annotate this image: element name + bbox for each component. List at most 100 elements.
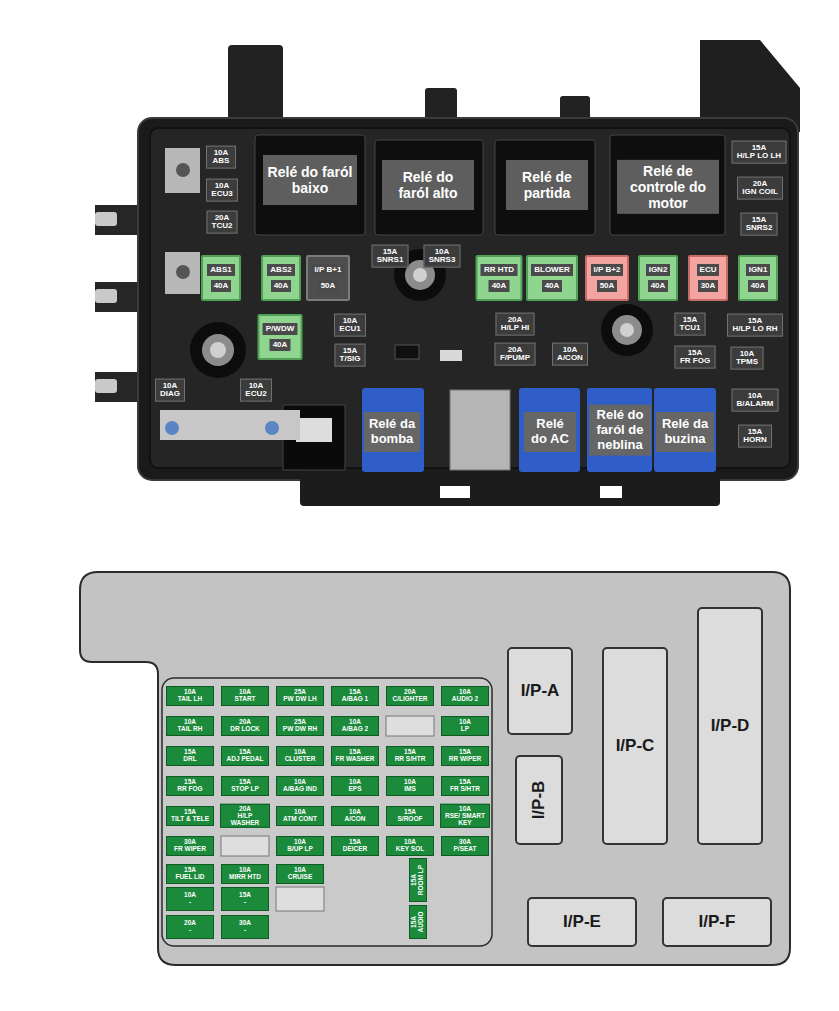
label-text: EPS [348, 786, 361, 793]
label-text: 10A [404, 779, 416, 786]
label-text: ROOM LP [418, 865, 425, 895]
label-text: 30A [239, 920, 251, 927]
label-text: 15A [404, 809, 416, 816]
label-text: 10A [163, 382, 178, 390]
fuse-label: 10ATPMS [731, 347, 764, 370]
label-text: A/BAG 2 [342, 726, 368, 733]
relay-label: Relé da bomba [364, 412, 420, 452]
label-text: ECU1 [339, 325, 360, 333]
label-text: 15A [349, 749, 361, 756]
fuse: 15AADJ PEDAL [221, 746, 269, 766]
label-text: Relé do faról alto [386, 169, 470, 201]
relay-label: Relé do AC [524, 412, 576, 452]
relay-label: Relé da buzina [656, 412, 714, 452]
label-text: 10A [184, 719, 196, 726]
fuse: 10AEPS [331, 776, 379, 796]
fuse-label: 10AECU1 [334, 314, 366, 337]
label-text: AUDIO [418, 912, 425, 933]
label-text: 15A [404, 749, 416, 756]
label-text: 40A [748, 280, 769, 292]
label-text: TCU2 [212, 222, 233, 230]
label-text: 10A [459, 806, 471, 813]
label-text: 15A [459, 779, 471, 786]
label-text: I/P-F [699, 912, 736, 932]
fuse: 10AAUDIO 2 [441, 686, 489, 706]
label-text: 25A [294, 689, 306, 696]
relay-label: Relé de controle do motor [617, 160, 719, 214]
fuse: 10ARSE/ SMART KEY [440, 804, 490, 828]
fuse-label: 15ASNRS2 [741, 213, 778, 236]
label-text: 15A [349, 689, 361, 696]
maxi-fuse: I/P B+150A [306, 255, 350, 301]
label-text: IGN2 [646, 264, 671, 276]
label-text: RSE/ SMART KEY [443, 813, 487, 827]
label-text: A/CON [557, 354, 583, 362]
label-text: SNRS1 [377, 256, 404, 264]
connector-box: I/P-A [507, 647, 573, 735]
label-text: ECU [697, 264, 720, 276]
label-text: - [189, 899, 191, 906]
relay-label: Relé do faról baixo [263, 155, 357, 205]
label-text: 10A [748, 392, 763, 400]
maxi-fuse: ABS240A [261, 255, 301, 301]
label-text: DRL [183, 756, 196, 763]
label-text: ATM CONT [283, 816, 317, 823]
label-text: 15A [748, 317, 763, 325]
label-text: 15A [459, 749, 471, 756]
label-text: ABS1 [207, 264, 234, 276]
label-text: FR WASHER [336, 756, 375, 763]
label-text: Relé da bomba [368, 417, 416, 447]
label-text: I/P-C [616, 736, 655, 756]
label-text: 10A [349, 719, 361, 726]
connector-box: I/P-B [515, 755, 563, 845]
fuse: 20ADR LOCK [221, 716, 269, 736]
rotated-text: 15AROOM LP [411, 865, 425, 895]
label-text: LP [461, 726, 469, 733]
fuse-label: 10AECU2 [240, 379, 272, 402]
label-text: H/LP WASHER [223, 813, 267, 827]
fuse: 15A- [221, 887, 269, 911]
maxi-fuse: BLOWER40A [526, 255, 578, 301]
fuse: 10ATAIL LH [166, 686, 214, 706]
label-text: 15A [411, 874, 418, 886]
fuse: 10ALP [441, 716, 489, 736]
label-text: FUEL LID [175, 874, 204, 881]
label-text: MIRR HTD [229, 874, 261, 881]
label-text: IMS [404, 786, 416, 793]
label-text: DIAG [160, 390, 180, 398]
label-text: S/ROOF [398, 816, 423, 823]
label-text: PW DW RH [283, 726, 317, 733]
label-text: 10A [349, 779, 361, 786]
label-text: B/UP LP [287, 846, 313, 853]
fuse: 15ATILT & TELE [166, 806, 214, 826]
label-text: FR S/HTR [450, 786, 480, 793]
relay-label: Relé do faról de neblina [589, 405, 651, 456]
label-text: 15A [752, 144, 767, 152]
label-text: 15A [184, 867, 196, 874]
fuse: 10ATAIL RH [166, 716, 214, 736]
label-text: 20A [239, 719, 251, 726]
label-text: ABS [213, 157, 230, 165]
label-text: ABS2 [267, 264, 294, 276]
label-text: FR WIPER [174, 846, 206, 853]
label-text: 15A [239, 892, 251, 899]
label-text: 10A [215, 182, 230, 190]
label-text: 10A [459, 719, 471, 726]
fuse: 10AB/UP LP [276, 836, 324, 856]
fuse-label: 20ATCU2 [207, 211, 238, 234]
label-text: 10A [459, 689, 471, 696]
label-text: 10A [239, 867, 251, 874]
label-text: ECU3 [211, 190, 232, 198]
label-text: AUDIO 2 [452, 696, 478, 703]
label-text: 10A [343, 317, 358, 325]
fuse: 10A- [166, 887, 214, 911]
label-text: 20A [215, 214, 230, 222]
label-text: 20A [753, 180, 768, 188]
label-text: 15A [239, 749, 251, 756]
label-text: KEY SOL [396, 846, 424, 853]
label-text: 40A [542, 280, 563, 292]
label-text: 30A [459, 839, 471, 846]
maxi-fuse: IGN140A [738, 255, 778, 301]
label-text: 10A [294, 809, 306, 816]
label-text: 10A [740, 350, 755, 358]
